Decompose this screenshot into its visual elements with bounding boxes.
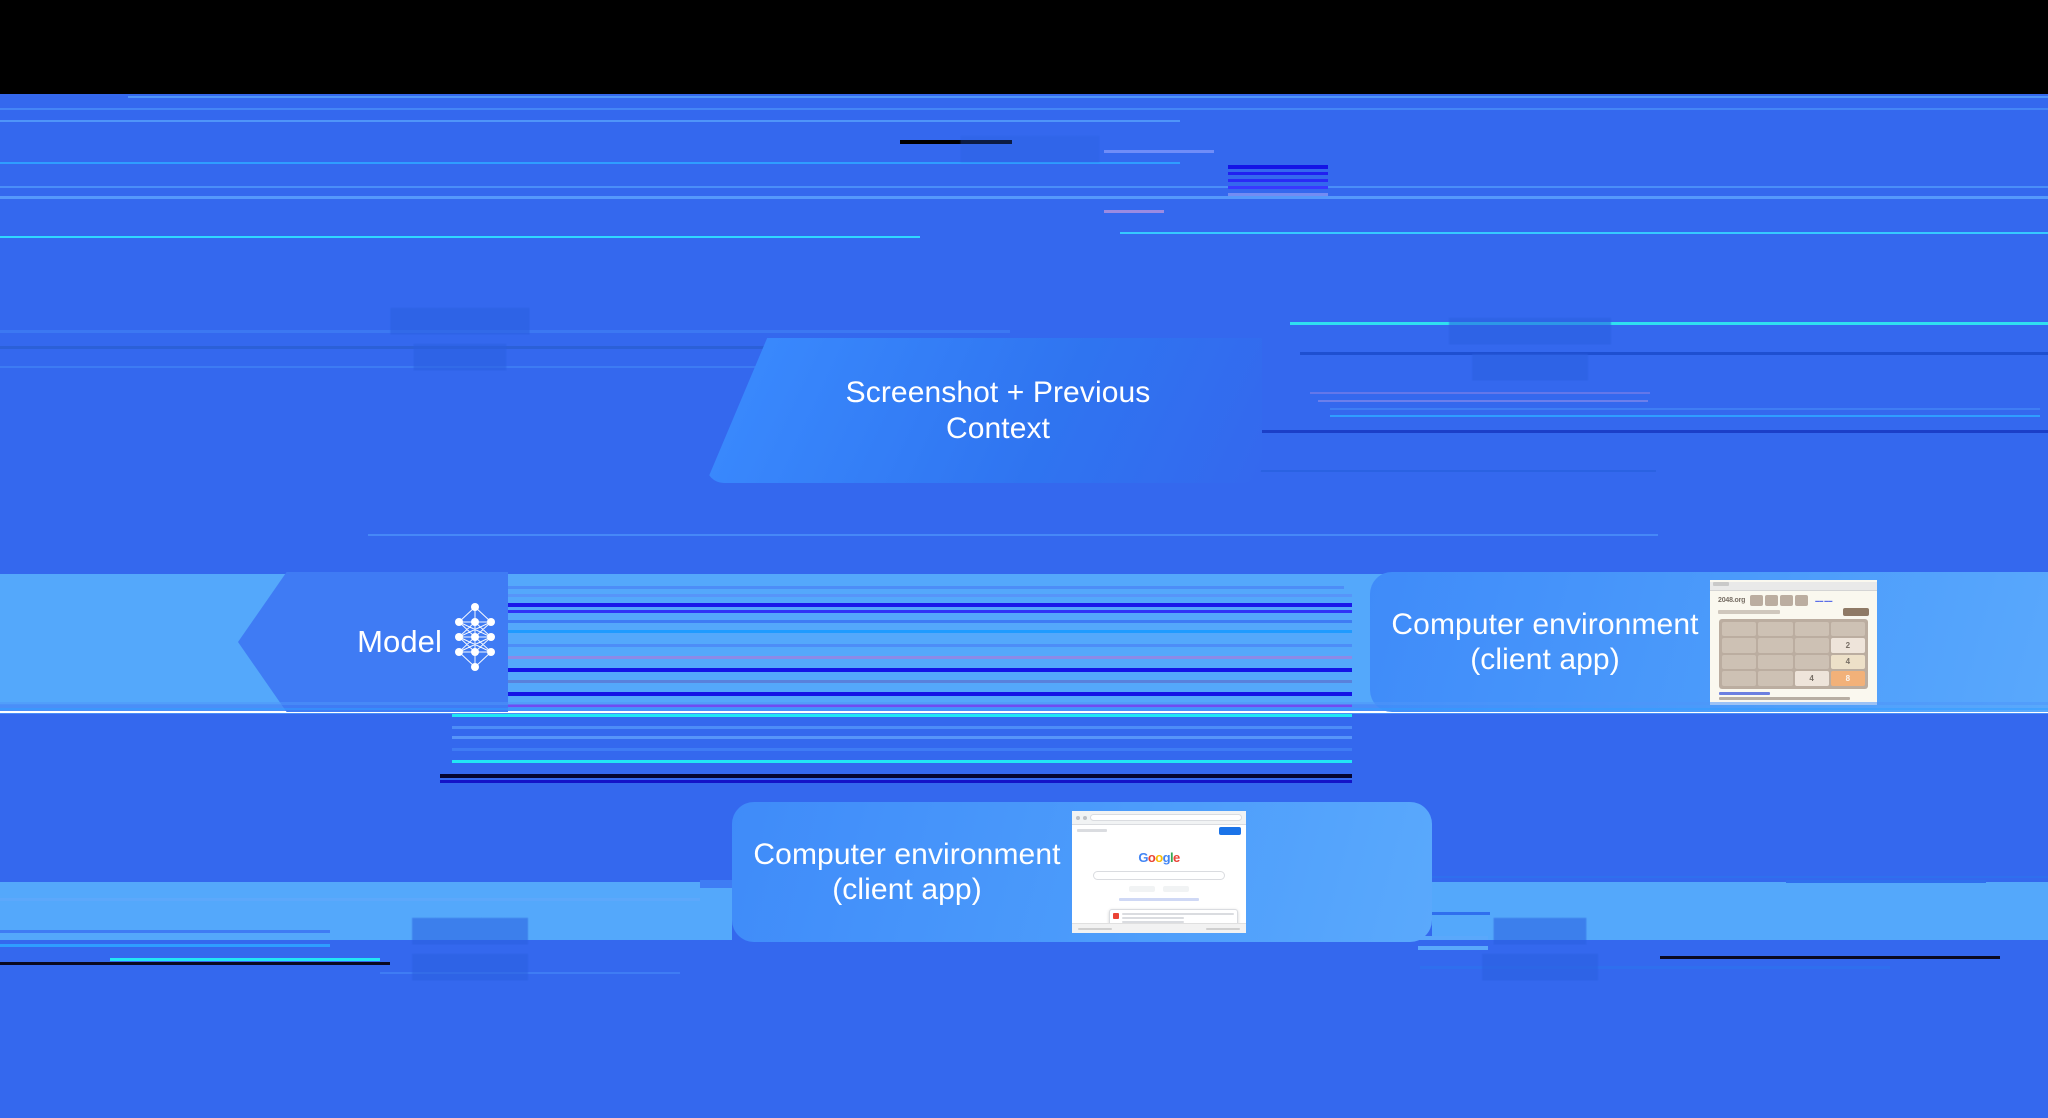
tile: 2 [1830,638,1865,653]
thumb-titlebar [1710,581,1877,591]
neural-network-icon [452,601,498,683]
search-button[interactable] [1129,886,1155,892]
letterbox-top [0,0,2048,94]
node-model-label: Model [357,623,442,659]
address-bar[interactable] [1090,814,1242,821]
node-screenshot-context-label: Screenshot + Previous Context [845,376,1151,445]
node-computer-environment-right-label: Computer environment (client app) [1391,607,1699,676]
sign-in-button[interactable] [1219,826,1241,835]
google-search-input[interactable] [1092,871,1226,880]
node-model[interactable]: Model [238,572,508,712]
back-icon[interactable] [1076,815,1080,820]
band-upper-dark [0,94,2048,574]
tile: 4 [1794,671,1829,686]
glitch-block-left [0,574,236,712]
thumb-header: 2048.org ▬▬ ▬▬ [1710,591,1877,608]
google-search-thumbnail[interactable]: Google [1072,811,1246,933]
node-computer-environment-bottom[interactable]: Computer environment (client app) Google [732,802,1432,942]
game-2048-title: 2048.org [1718,596,1746,604]
lucky-button[interactable] [1163,886,1189,892]
node-screenshot-context[interactable]: Screenshot + Previous Context [706,338,1262,483]
browser-chrome [1072,811,1246,825]
dialog-icon [1113,913,1120,919]
page-footer [1072,923,1246,933]
new-game-button[interactable] [1843,607,1869,616]
thumb-footer [1710,689,1877,700]
thumb-link: ▬▬ ▬▬ [1815,597,1833,603]
tile: 8 [1830,671,1865,686]
thumb-subbar [1710,607,1877,619]
forward-icon[interactable] [1083,815,1087,820]
page-topbar [1072,825,1246,836]
tile: 4 [1830,654,1865,669]
node-computer-environment-right[interactable]: Computer environment (client app) 2048.o… [1370,572,2048,712]
google-buttons [1072,886,1246,892]
score-boxes [1750,594,1809,606]
language-links [1118,898,1200,901]
band-bottom-dark [0,940,2048,1118]
node-computer-environment-bottom-label: Computer environment (client app) [753,837,1061,906]
google-logo: Google [1138,850,1180,865]
